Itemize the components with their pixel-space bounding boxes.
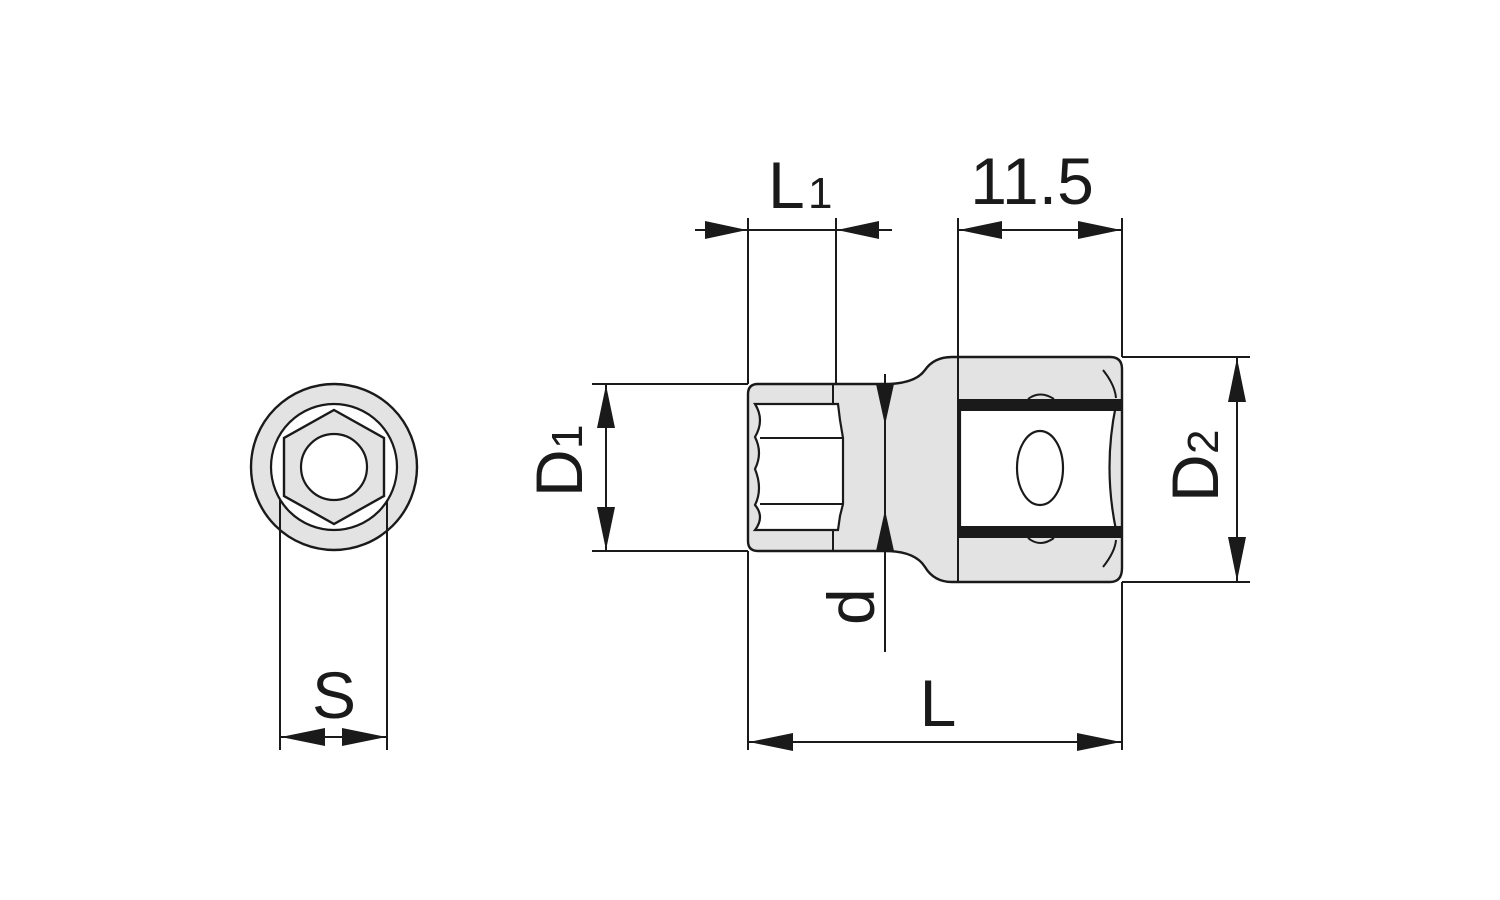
s-arrow-left	[281, 728, 325, 746]
top-dim-arrow-right	[1078, 221, 1121, 239]
d1-arrow-top	[597, 385, 615, 428]
top-dim-arrow-left	[959, 221, 1002, 239]
drive-end-cutout-top	[1027, 393, 1055, 400]
l1-arrow-left	[705, 221, 747, 239]
d1-subscript: 1	[543, 425, 592, 449]
l-arrow-right	[1077, 733, 1121, 751]
drive-end-chamfer-bottom	[1102, 539, 1117, 568]
l-label: L	[920, 666, 957, 740]
socket-end-view: S	[249, 382, 419, 750]
end-view-square-drive-hole	[299, 432, 369, 502]
l1-subscript: 1	[808, 169, 832, 218]
s-label: S	[312, 658, 356, 732]
l1-arrow-right	[837, 221, 879, 239]
d2-subscript: 2	[1179, 430, 1228, 454]
top-dim-label: 11.5	[970, 144, 1094, 218]
d-label: d	[814, 588, 888, 625]
d2-label: D	[1158, 454, 1232, 502]
d2-arrow-bottom	[1228, 537, 1246, 581]
d-arrow-top	[876, 384, 894, 425]
d1-label: D	[522, 449, 596, 497]
socket-side-view: L 1 11.5 D 1 d D 2	[522, 144, 1250, 751]
drive-end-cutout-bottom	[1027, 537, 1055, 544]
d2-arrow-top	[1228, 358, 1246, 402]
detent-ball-hole	[1015, 429, 1065, 507]
l1-label: L	[768, 148, 805, 222]
l-arrow-left	[749, 733, 793, 751]
s-arrow-right	[342, 728, 386, 746]
small-end-bore	[752, 402, 845, 532]
d1-arrow-bottom	[597, 507, 615, 550]
drive-end-chamfer-top	[1102, 369, 1117, 399]
d-arrow-bottom	[876, 510, 894, 551]
